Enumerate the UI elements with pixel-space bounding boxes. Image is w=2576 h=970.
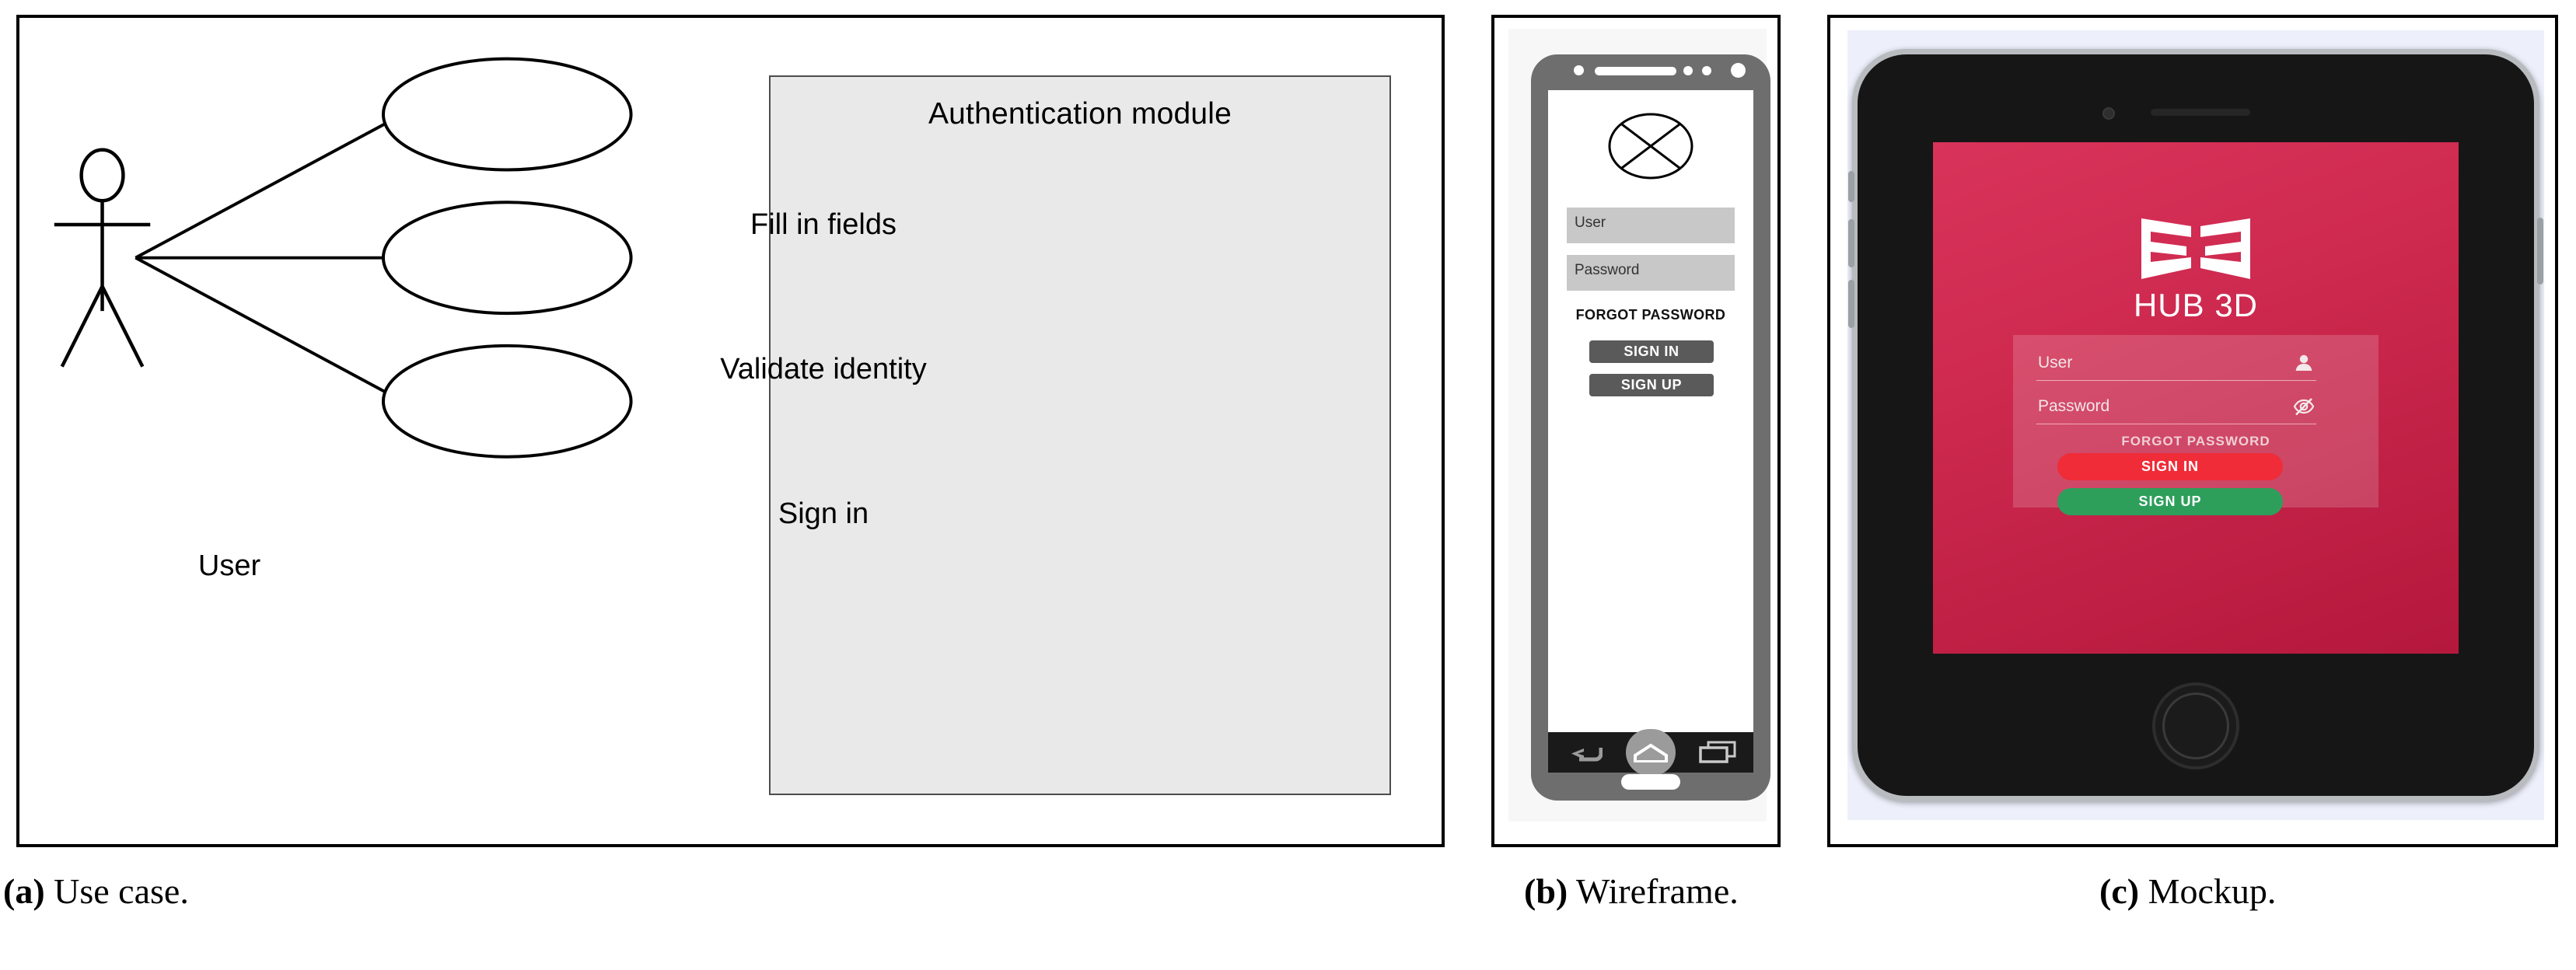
caption-b-marker: (b) <box>1524 871 1568 911</box>
assoc-line-sign-in <box>135 256 404 403</box>
use-case-diagram-svg <box>54 57 633 459</box>
use-case-panel: Authentication module <box>16 15 1445 847</box>
actor-user-figure <box>54 148 151 368</box>
wireframe-canvas: User Password FORGOT PASSWORD SIGN IN SI… <box>1508 29 1770 822</box>
wireframe-physical-home-button[interactable] <box>1621 774 1680 790</box>
mockup-front-camera-icon <box>2102 107 2115 120</box>
use-case-label-validate-identity: Validate identity <box>720 353 927 386</box>
mockup-password-field[interactable]: Password <box>2036 391 2316 424</box>
use-case-label-sign-in: Sign in <box>778 497 869 530</box>
wireframe-screen: User Password FORGOT PASSWORD SIGN IN SI… <box>1548 90 1753 732</box>
caption-a-marker: (a) <box>3 871 45 911</box>
assoc-line-fill-in-fields <box>135 113 404 260</box>
caption-c-marker: (c) <box>2099 871 2140 911</box>
use-case-ellipse-fill-in-fields <box>381 57 633 172</box>
hub-3d-bracket-logo-icon <box>2141 218 2250 279</box>
wireframe-sign-up-button[interactable]: SIGN UP <box>1589 374 1714 396</box>
wireframe-password-field-label: Password <box>1575 262 1640 278</box>
wireframe-phone-body: User Password FORGOT PASSWORD SIGN IN SI… <box>1531 54 1770 801</box>
wireframe-sign-in-button[interactable]: SIGN IN <box>1589 340 1714 363</box>
mockup-sign-up-button[interactable]: SIGN UP <box>2057 488 2283 515</box>
eye-off-icon[interactable] <box>2293 396 2315 417</box>
authentication-module-box <box>769 75 1391 795</box>
mockup-home-button[interactable] <box>2152 682 2239 769</box>
back-arrow-icon[interactable] <box>1567 741 1603 763</box>
caption-c: (c) Mockup. <box>2099 871 2276 912</box>
person-icon <box>2295 354 2312 371</box>
front-camera-icon <box>1574 65 1584 75</box>
wireframe-password-field[interactable]: Password <box>1567 255 1735 291</box>
use-case-ellipse-validate-identity <box>381 201 633 316</box>
earpiece-speaker-icon <box>1595 67 1676 75</box>
wireframe-user-field-label: User <box>1575 215 1606 231</box>
mockup-login-card: User Password <box>2013 335 2379 515</box>
mockup-canvas: HUB 3D User Password <box>1847 30 2544 820</box>
proximity-sensor-icon <box>1731 63 1746 78</box>
mockup-panel: HUB 3D User Password <box>1827 15 2558 847</box>
wireframe-navigation-bar <box>1548 729 1753 776</box>
wireframe-phone-top-bezel <box>1531 54 1770 90</box>
sensor-dot-1-icon <box>1683 66 1693 75</box>
mockup-user-field[interactable]: User <box>2036 347 2316 381</box>
crossed-ellipse-placeholder-icon <box>1608 113 1693 180</box>
sensor-dot-2-icon <box>1702 66 1711 75</box>
mockup-brand-title: HUB 3D <box>2133 287 2259 323</box>
mockup-password-field-label: Password <box>2038 397 2110 415</box>
mute-switch-button[interactable] <box>1848 171 1854 202</box>
mockup-forgot-password-link[interactable]: FORGOT PASSWORD <box>2121 434 2270 448</box>
use-case-label-fill-in-fields: Fill in fields <box>750 208 897 241</box>
home-icon[interactable] <box>1634 742 1668 762</box>
volume-up-button[interactable] <box>1848 219 1854 267</box>
caption-a: (a) Use case. <box>3 871 189 912</box>
caption-b: (b) Wireframe. <box>1524 871 1739 912</box>
mockup-earpiece-speaker-icon <box>2151 109 2250 116</box>
caption-c-text: Mockup. <box>2139 871 2277 911</box>
wireframe-forgot-password-link[interactable]: FORGOT PASSWORD <box>1575 307 1726 323</box>
use-case-ellipse-sign-in <box>381 344 633 459</box>
wireframe-panel: User Password FORGOT PASSWORD SIGN IN SI… <box>1491 15 1781 847</box>
actor-label: User <box>197 550 261 582</box>
mockup-sign-in-button[interactable]: SIGN IN <box>2057 453 2283 480</box>
authentication-module-title: Authentication module <box>928 97 1232 131</box>
caption-b-text: Wireframe. <box>1568 871 1739 911</box>
volume-down-button[interactable] <box>1848 280 1854 328</box>
mockup-screen: HUB 3D User Password <box>1933 142 2459 654</box>
home-button-highlight <box>1626 729 1676 776</box>
recent-apps-icon[interactable] <box>1699 741 1736 764</box>
mockup-phone-body: HUB 3D User Password <box>1848 49 2543 801</box>
caption-a-text: Use case. <box>44 871 189 911</box>
power-button[interactable] <box>2537 218 2543 284</box>
wireframe-user-field[interactable]: User <box>1567 208 1735 243</box>
mockup-user-field-label: User <box>2038 354 2073 372</box>
